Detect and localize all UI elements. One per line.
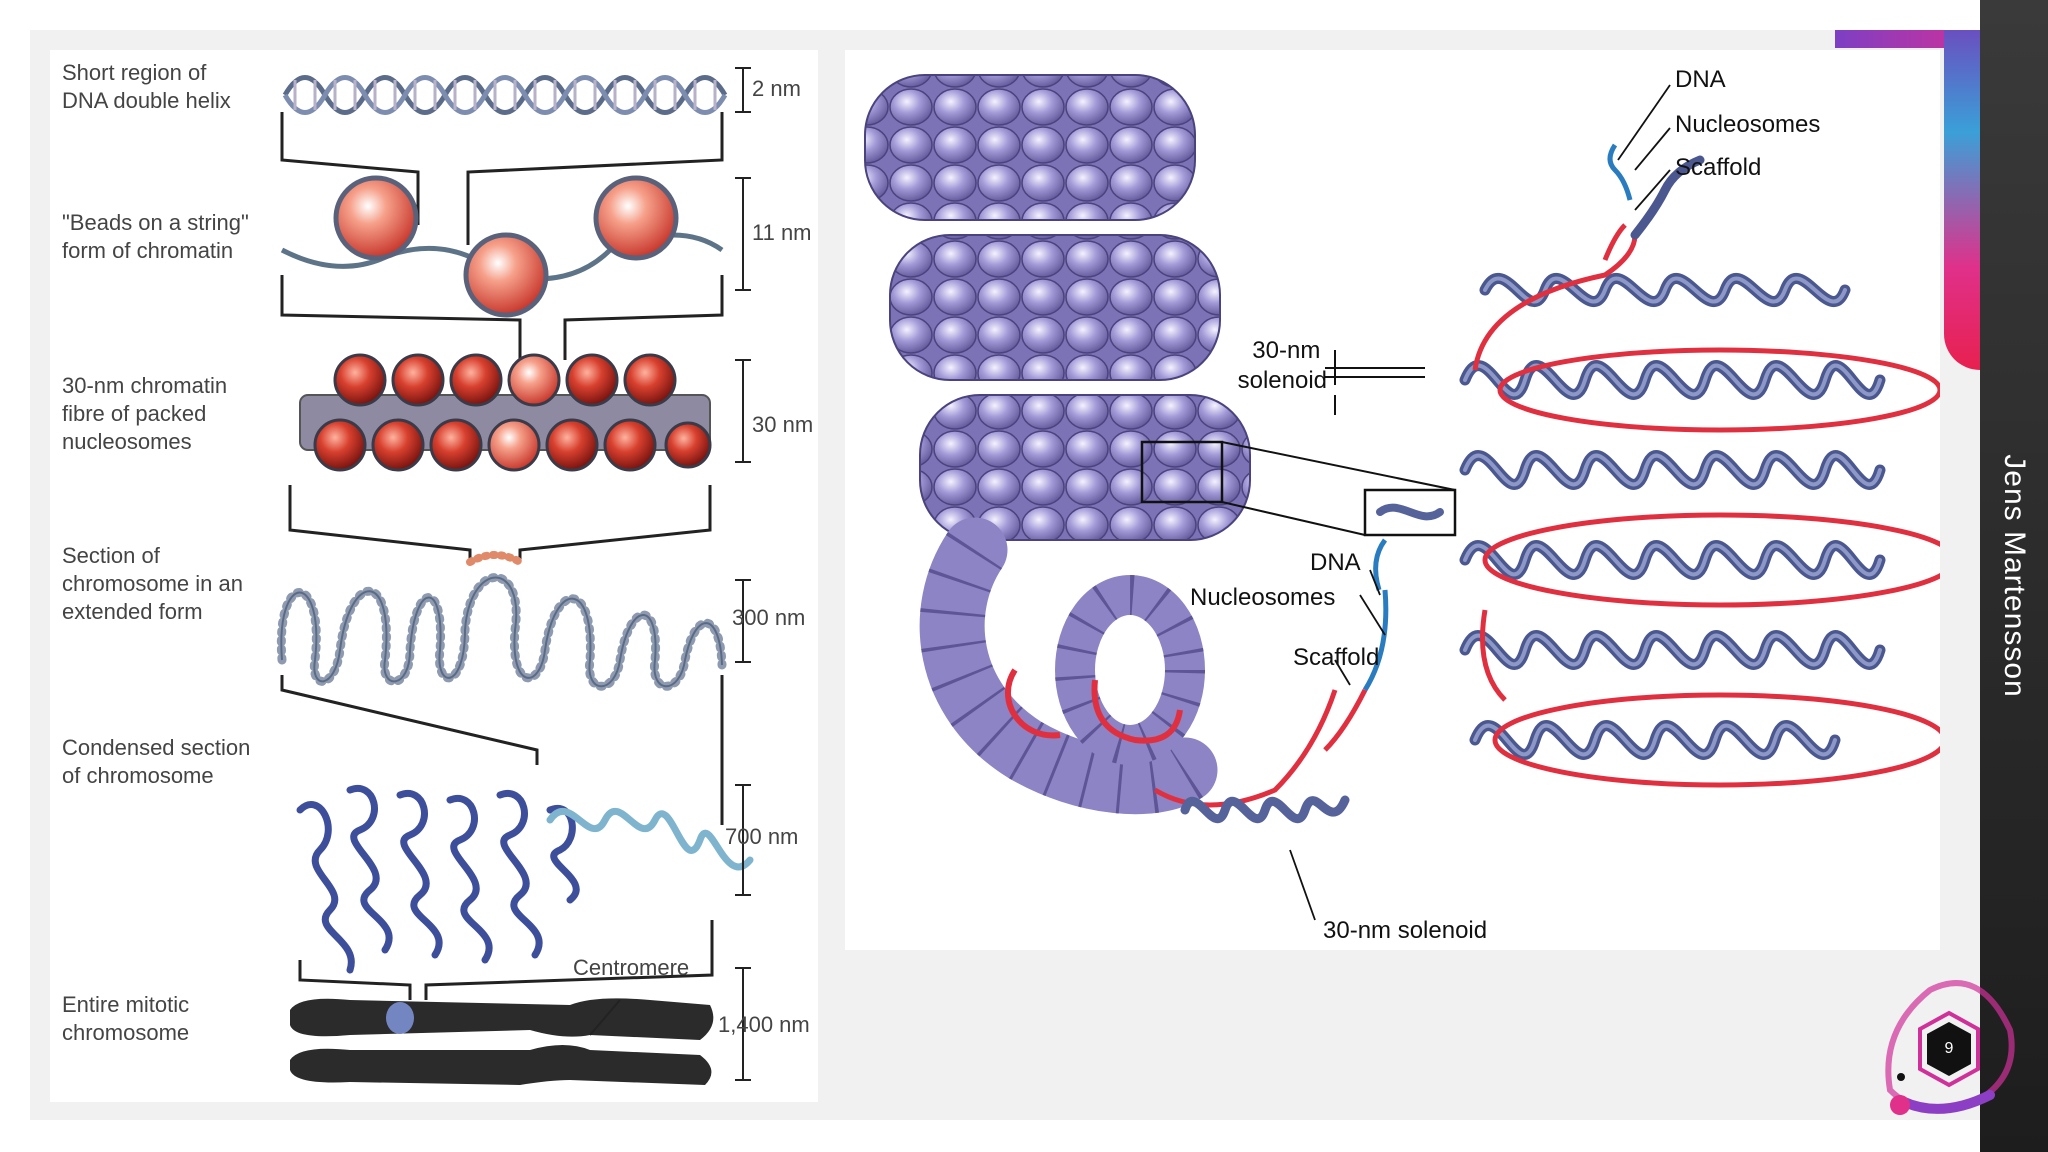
scale-1400nm: 1,400 nm xyxy=(718,1012,810,1037)
middle-nucleosomes-label: Nucleosomes xyxy=(1190,584,1335,611)
mitotic-chromosome xyxy=(290,998,714,1085)
nucleosome-stack xyxy=(864,74,1350,823)
condensed-chromosome-section xyxy=(296,784,754,974)
connector-lines-1 xyxy=(280,112,724,245)
middle-dna-label: DNA xyxy=(1310,549,1361,576)
beads-on-string xyxy=(280,175,724,318)
top-accent-stripe xyxy=(1835,30,1980,48)
top-dna-label: DNA xyxy=(1675,66,1726,93)
zoom-box-large xyxy=(1363,488,1457,537)
solenoid-svg: 30-nm solenoid DNA Nucleosomes Scaffold … xyxy=(864,66,1940,944)
scale-700nm: 700 nm xyxy=(725,824,798,849)
label-30nm-fibre: 30-nm chromatin fibre of packed nucleoso… xyxy=(62,373,233,454)
author-name: Jens Martensson xyxy=(1998,454,2031,698)
top-nucleosomes-label: Nucleosomes xyxy=(1675,111,1820,138)
zoom-box-small xyxy=(1140,440,1224,504)
connector-lines-2 xyxy=(280,275,724,360)
scale-2nm: 2 nm xyxy=(752,76,801,101)
top-scaffold-label: Scaffold xyxy=(1675,154,1761,181)
middle-scaffold-label: Scaffold xyxy=(1293,644,1379,671)
label-condensed-section: Condensed section of chromosome xyxy=(62,735,256,788)
scale-11nm: 11 nm xyxy=(752,220,812,245)
page-number: 9 xyxy=(1944,1040,1954,1057)
zoom-line-bottom xyxy=(1221,501,1366,536)
connector-lines-3 xyxy=(288,485,712,560)
label-beads-on-string: "Beads on a string" form of chromatin xyxy=(62,210,255,263)
bottom-solenoid-label: 30-nm solenoid xyxy=(1323,917,1487,944)
chromatin-30nm-fibre xyxy=(299,353,712,472)
label-extended-chromosome: Section of chromosome in an extended for… xyxy=(62,543,249,624)
label-dna-helix: Short region of DNA double helix xyxy=(62,60,231,113)
chromatin-levels-svg: Short region of DNA double helix "Beads … xyxy=(62,60,813,1085)
author-sidebar xyxy=(1980,0,2048,1152)
chromatin-levels-figure: Short region of DNA double helix "Beads … xyxy=(50,50,818,1102)
label-leader-lines xyxy=(1289,84,1671,921)
solenoid-width-marker xyxy=(1325,350,1425,415)
scale-bars xyxy=(735,67,751,1081)
solenoid-scaffold-figure: 30-nm solenoid DNA Nucleosomes Scaffold … xyxy=(845,50,1940,950)
zoom-line-top xyxy=(1221,441,1456,491)
scale-30nm: 30 nm xyxy=(752,412,813,437)
solenoid-label: 30-nm solenoid xyxy=(1238,337,1327,394)
scaffold-with-loops xyxy=(1323,143,1940,788)
label-mitotic-chromosome: Entire mitotic chromosome xyxy=(62,992,195,1045)
centromere-label: Centromere xyxy=(573,955,689,980)
scale-300nm: 300 nm xyxy=(732,605,805,630)
dna-double-helix xyxy=(282,75,728,115)
page-number-badge xyxy=(1885,980,2015,1115)
extended-chromosome-loops xyxy=(276,551,727,691)
right-accent-ribbon xyxy=(1944,30,1980,370)
connector-lines-5 xyxy=(298,920,714,1000)
connector-lines-4 xyxy=(280,675,724,825)
